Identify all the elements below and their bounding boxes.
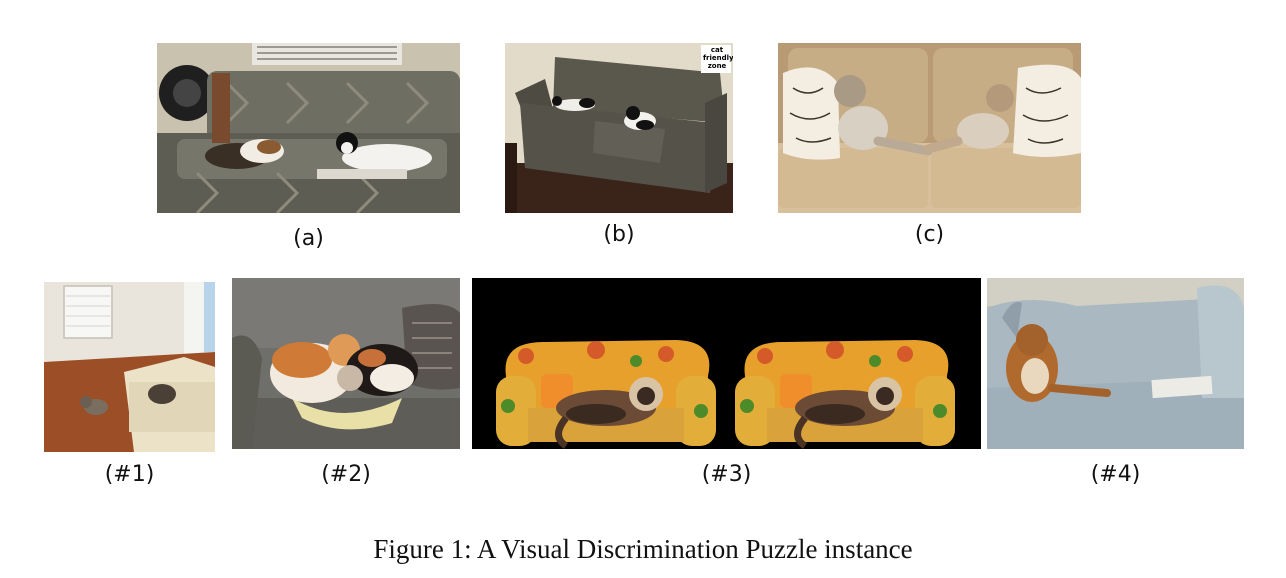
option-2-image	[232, 278, 460, 449]
option-4-label: (#4)	[1090, 462, 1141, 487]
panel-b-image: cat friendly zone	[505, 43, 733, 213]
option-2-label: (#2)	[321, 462, 371, 487]
option-4-image	[987, 278, 1244, 449]
option-1-image	[44, 282, 215, 452]
figure-caption: Figure 1: A Visual Discrimination Puzzle…	[373, 534, 913, 564]
option-1-label: (#1)	[104, 462, 155, 487]
watermark-word-1: cat	[710, 46, 724, 54]
couch-left	[496, 340, 716, 449]
watermark-word-3: zone	[707, 62, 727, 70]
panel-c-image	[778, 43, 1081, 213]
option-3-label: (#3)	[701, 462, 752, 487]
option-3-image	[472, 278, 981, 449]
couch-right	[735, 340, 955, 449]
watermark-word-2: friendly	[703, 54, 733, 62]
panel-a-image	[157, 43, 460, 213]
panel-b-label: (b)	[603, 222, 635, 247]
panel-c-label: (c)	[914, 222, 945, 247]
panel-a-label: (a)	[293, 226, 324, 251]
watermark-logo: cat friendly zone	[703, 46, 733, 70]
